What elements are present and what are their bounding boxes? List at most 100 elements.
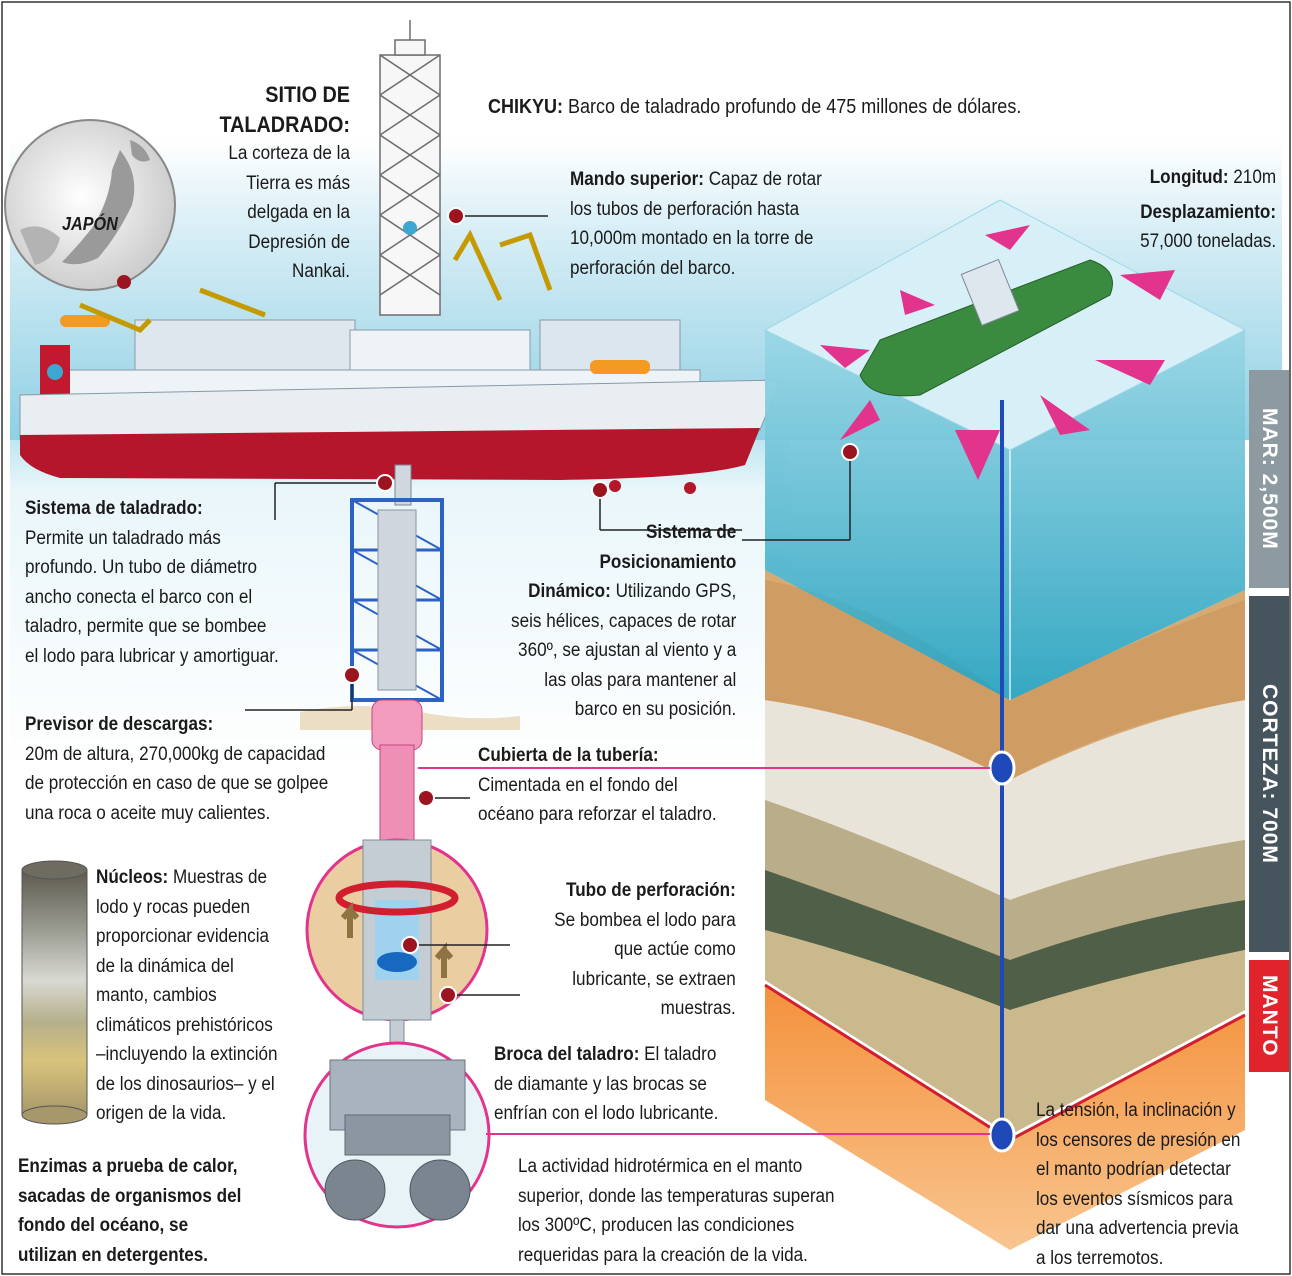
tubo-block: Tubo de perforación: Se bombea el lodo p… <box>554 876 736 1024</box>
broca-line: de diamante y las brocas se <box>494 1073 707 1095</box>
core-sample <box>21 860 88 1125</box>
sitio-title-2: TALADRADO: <box>219 111 350 137</box>
mar-bar <box>1249 370 1289 588</box>
broca-line: El taladro <box>644 1044 717 1065</box>
corteza-bar <box>1249 596 1289 952</box>
tubo-line: muestras. <box>660 998 736 1019</box>
nucleos-title: Núcleos: <box>96 867 169 888</box>
pos-line: 360º, se ajustan al viento y a <box>517 640 736 661</box>
nucleos-line: origen de la vida. <box>96 1103 227 1124</box>
tension-line: los eventos sísmicos para <box>1036 1188 1233 1210</box>
chikyu-title: CHIKYU: <box>488 96 564 118</box>
pos-title-3: Dinámico: <box>527 581 611 602</box>
pos-line: Utilizando GPS, <box>615 581 736 602</box>
globe <box>4 119 176 291</box>
ocean-block <box>763 199 1247 1250</box>
hidro-line: superior, donde las temperaturas superan <box>518 1185 835 1207</box>
callout-dots <box>343 207 859 1004</box>
previsor-title: Previsor de descargas: <box>25 714 214 735</box>
hidro-line: requeridas para la creación de la vida. <box>518 1244 808 1266</box>
broca-title: Broca del taladro: <box>494 1044 640 1065</box>
mar-label: MAR: 2,500M <box>1258 408 1281 550</box>
map-label: JAPÓN <box>62 214 118 234</box>
sistema-taladrado-title: Sistema de taladrado: <box>25 498 203 519</box>
tension-line: dar una advertencia previa <box>1036 1218 1239 1239</box>
tension-line: los censores de presión en <box>1036 1129 1241 1151</box>
nucleos-line: de la dinámica del <box>96 955 234 977</box>
sitio-line: Nankai. <box>292 261 350 282</box>
cranes <box>79 229 553 333</box>
sitio-line: Tierra es más <box>246 172 350 194</box>
nucleos-line: manto, cambios <box>96 985 217 1006</box>
longitud-value: 210m <box>1233 167 1276 188</box>
nucleos-line: de los dinosaurios– y el <box>96 1073 275 1095</box>
tension-line: a los terremotos. <box>1036 1247 1164 1269</box>
cubierta-title: Cubierta de la tubería: <box>478 745 659 766</box>
broca-line: enfrían con el lodo lubricante. <box>494 1103 719 1124</box>
site-marker-icon <box>117 275 131 289</box>
hidrotermica-block: La actividad hidrotérmica en el manto su… <box>518 1152 835 1270</box>
mando-line: 10,000m montado en la torre de <box>570 228 814 249</box>
manto-label: MANTO <box>1258 975 1281 1057</box>
japan-north <box>130 140 150 162</box>
enzimas-line: sacadas de organismos del <box>18 1185 242 1207</box>
korea-shape <box>20 226 60 265</box>
sistema-line: profundo. Un tubo de diámetro <box>25 557 257 578</box>
ship-topview <box>859 258 1113 397</box>
positioning-arrows <box>820 225 1175 480</box>
cubierta-line: océano para reforzar el taladro. <box>478 804 717 825</box>
previsor-line: de protección en caso de que se golpee <box>25 773 329 794</box>
mando-block: Mando superior: Capaz de rotar los tubos… <box>570 165 822 283</box>
pos-title-1: Sistema de <box>645 522 736 543</box>
previsor-block: Previsor de descargas: 20m de altura, 27… <box>25 710 328 828</box>
sistema-line: taladro, permite que se bombee <box>25 616 267 637</box>
nucleos-line: lodo y rocas pueden <box>96 896 251 918</box>
chikyu-block: CHIKYU: Barco de taladrado profundo de 4… <box>488 93 1021 123</box>
pipe-detail <box>305 838 489 1022</box>
desplaz-value: 57,000 toneladas. <box>1140 231 1276 252</box>
bit-detail <box>303 1041 491 1229</box>
sistema-taladrado-block: Sistema de taladrado: Permite un taladra… <box>25 494 279 671</box>
broca-block: Broca del taladro: El taladro de diamant… <box>494 1040 718 1129</box>
sitio-line: Depresión de <box>248 231 350 253</box>
specs-block: Longitud: 210m Desplazamiento: 57,000 to… <box>1140 163 1276 257</box>
enzimas-line: fondo del océano, se <box>18 1215 189 1236</box>
tension-line: el manto podrían detectar <box>1036 1159 1231 1180</box>
cubierta-block: Cubierta de la tubería: Cimentada en el … <box>478 741 717 830</box>
tubo-title: Tubo de perforación: <box>566 880 736 901</box>
mando-title: Mando superior: <box>570 169 704 190</box>
drill-string <box>350 464 444 851</box>
nucleos-line: climáticos prehistóricos <box>96 1014 273 1036</box>
sitio-line: La corteza de la <box>228 143 350 164</box>
nucleos-line: –incluyendo la extinción <box>96 1044 278 1065</box>
sistema-line: ancho conecta el barco con el <box>25 586 253 608</box>
tubo-line: que actúe como <box>614 939 736 960</box>
nucleos-line: proporcionar evidencia <box>96 926 270 947</box>
manto-bar <box>1249 960 1289 1072</box>
sistema-line: el lodo para lubricar y amortiguar. <box>25 645 279 667</box>
mando-line: los tubos de perforación hasta <box>570 198 800 220</box>
derrick-logo-icon <box>403 221 417 235</box>
pos-line: seis hélices, capaces de rotar <box>510 610 736 632</box>
cubierta-line: Cimentada en el fondo del <box>478 774 678 796</box>
sistema-line: Permite un taladrado más <box>25 527 221 549</box>
tubo-line: lubricante, se extraen <box>572 968 736 990</box>
nucleos-line: Muestras de <box>172 867 268 888</box>
desplaz-label: Desplazamiento: <box>1140 201 1276 223</box>
derrick <box>379 20 441 316</box>
pos-line: las olas para mantener al <box>543 669 736 691</box>
sitio-line: delgada en la <box>247 202 350 223</box>
mando-line: perforación del barco. <box>570 257 736 279</box>
hidro-line: La actividad hidrotérmica en el manto <box>518 1156 803 1177</box>
enzimas-line: utilizan en detergentes. <box>18 1244 209 1266</box>
previsor-line: una roca o aceite muy calientes. <box>25 802 271 824</box>
sitio-title-1: SITIO DE <box>265 82 350 107</box>
previsor-line: 20m de altura, 270,000kg de capacidad <box>25 743 326 765</box>
enzimas-line: Enzimas a prueba de calor, <box>18 1156 238 1177</box>
mando-line: Capaz de rotar <box>708 169 822 190</box>
tension-block: La tensión, la inclinación y los censore… <box>1036 1096 1240 1273</box>
tubo-line: Se bombea el lodo para <box>554 909 736 931</box>
pos-line: barco en su posición. <box>574 699 736 720</box>
